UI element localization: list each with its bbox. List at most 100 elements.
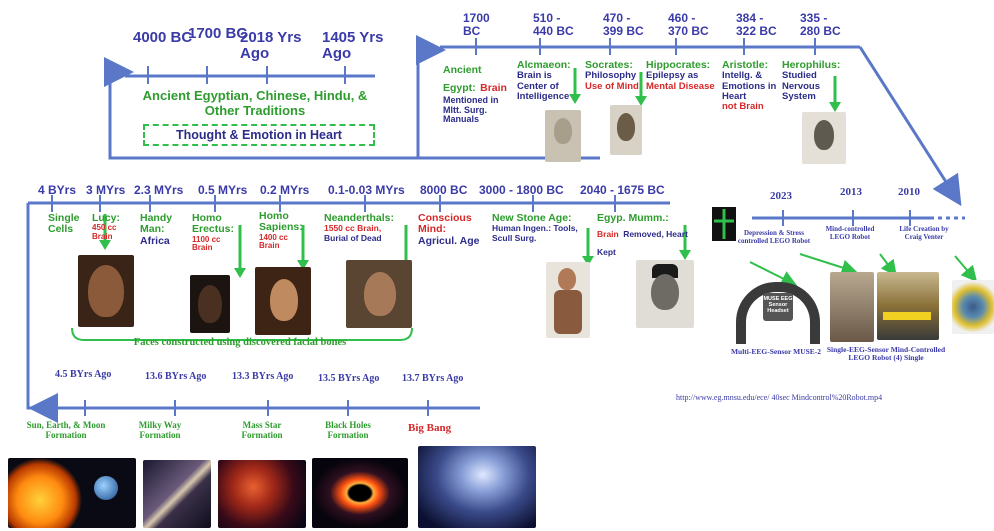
- date-3000-1800bc: 3000 - 1800 BC: [479, 183, 564, 197]
- neanderthal-face: [346, 260, 412, 328]
- date-tr-460-370: 460 - 370 BC: [668, 11, 709, 38]
- entry-rest: Agricul. Age: [418, 234, 480, 247]
- date-4-5-byrs-ago: 4.5 BYrs Ago: [55, 369, 112, 380]
- date-2013: 2013: [840, 186, 862, 198]
- entry-name: Herophilus:: [782, 59, 841, 71]
- date-13-7-byrs-ago: 13.7 BYrs Ago: [402, 373, 464, 384]
- headset-label: MUSE EEG Sensor Headset: [763, 293, 793, 321]
- entry-egyp-mumm: Egyp. Mumm.: Brain Removed, Heart Kept: [597, 212, 689, 260]
- milky-way-image: [143, 460, 211, 528]
- lego-robot-photo-2: [877, 272, 939, 340]
- entry-rest: Philosophy: [585, 70, 637, 82]
- date-0-2-myrs: 0.2 MYrs: [260, 183, 310, 197]
- entry-rest: Intellg. & Emotions in Heart: [722, 70, 777, 102]
- entry-name: New Stone Age:: [492, 212, 572, 224]
- entry-rest: Studied Nervous System: [782, 70, 821, 102]
- black-hole-image: [312, 458, 408, 528]
- date-0-1-0-03-myrs: 0.1-0.03 MYrs: [328, 183, 405, 197]
- date-tr-510-440: 510 - 440 BC: [533, 11, 574, 38]
- video-url-link[interactable]: http://www.eg.mnsu.edu/ece/ 40sec Mindco…: [676, 393, 883, 402]
- entry-neanderthals: Neanderthals: 1550 cc Brain, Burial of D…: [324, 212, 406, 243]
- entry-name: Lucy:: [92, 212, 121, 224]
- date-13-5-byrs-ago: 13.5 BYrs Ago: [318, 373, 380, 384]
- date-4000bc: 4000 BC: [133, 29, 193, 46]
- entry-red: Mental Disease: [646, 80, 715, 92]
- entry-name: Homo Sapiens:: [259, 210, 303, 234]
- date-tr-384-322: 384 - 322 BC: [736, 11, 777, 38]
- homo-erectus-face: [190, 275, 230, 333]
- label-milky-way: Milky Way Formation: [138, 420, 182, 441]
- entry-socrates: Socrates: Philosophy Use of Mind: [585, 59, 639, 92]
- entry-homo-sapiens: Homo Sapiens: 1400 cc Brain: [259, 210, 303, 251]
- stone-age-figure: [546, 262, 590, 338]
- date-0-5-myrs: 0.5 MYrs: [198, 183, 248, 197]
- entry-red: Brain: [597, 229, 619, 240]
- entry-name: Socrates:: [585, 59, 633, 71]
- date-2040-1675bc: 2040 - 1675 BC: [580, 183, 665, 197]
- mass-star-image: [218, 460, 306, 528]
- entry-name: Conscious Mind:: [418, 212, 472, 236]
- entry-name: Alcmaeon:: [517, 59, 571, 71]
- entry-ancient-egypt: Ancient Egypt: Brain Mentioned in Mltt. …: [443, 60, 513, 125]
- date-2023: 2023: [770, 190, 792, 202]
- entry-herophilus: Herophilus: Studied Nervous System: [782, 59, 841, 102]
- label-depression-robot: Depression & Stress controlled LEGO Robo…: [737, 229, 811, 245]
- synthetic-cell-image: [952, 280, 994, 334]
- label-life-creation: Life Creation by Craig Venter: [899, 225, 949, 241]
- date-1405-yrs-ago: 1405 Yrs Ago: [322, 29, 384, 62]
- entry-red: 1100 cc Brain: [192, 234, 221, 253]
- date-tr-1700bc: 1700 BC: [463, 11, 490, 38]
- label-single-eeg-robot: Single-EEG-Sensor Mind-Controlled LEGO R…: [826, 345, 946, 363]
- entry-aristotle: Aristotle: Intellg. & Emotions in Heart …: [722, 59, 778, 112]
- date-4-byrs: 4 BYrs: [38, 183, 77, 197]
- label-mind-controlled-robot: Mind-controlled LEGO Robot: [825, 225, 875, 241]
- date-tr-335-280: 335 - 280 BC: [800, 11, 841, 38]
- entry-name: Ancient Egypt:: [443, 64, 482, 94]
- muse-headset-icon: [736, 282, 820, 344]
- lego-robot-photo-1: [830, 272, 874, 342]
- lucy-face: [78, 255, 134, 327]
- entry-lucy: Lucy: 450 cc Brain: [92, 212, 136, 242]
- entry-rest: Burial of Dead: [324, 232, 382, 243]
- entry-name: Aristotle:: [722, 59, 769, 71]
- date-8000bc: 8000 BC: [420, 183, 468, 197]
- alcmaeon-portrait: [545, 110, 581, 162]
- date-3-myrs: 3 MYrs: [86, 183, 126, 197]
- entry-name: Hippocrates:: [646, 59, 711, 71]
- traditions-title: Ancient Egyptian, Chinese, Hindu, & Othe…: [142, 88, 368, 118]
- label-big-bang: Big Bang: [408, 422, 452, 434]
- entry-rest: Mentioned in Mltt. Surg. Manuals: [443, 95, 499, 125]
- label-sun-earth-moon: Sun, Earth, & Moon Formation: [26, 420, 106, 441]
- entry-red: 1550 cc Brain,: [324, 223, 382, 234]
- homo-sapiens-face: [255, 267, 311, 335]
- date-1700bc: 1700 BC: [188, 25, 248, 42]
- date-2018-yrs-ago: 2018 Yrs Ago: [240, 29, 302, 62]
- entry-single-cells: Single Cells: [48, 212, 80, 236]
- entry-name: Homo Erectus:: [192, 212, 235, 236]
- entry-conscious-mind: Conscious Mind: Agricul. Age: [418, 212, 488, 247]
- entry-rest: Removed, Heart Kept: [597, 229, 688, 258]
- date-2-3-myrs: 2.3 MYrs: [134, 183, 184, 197]
- label-mass-star: Mass Star Formation: [241, 420, 283, 441]
- socrates-portrait: [610, 105, 642, 155]
- date-13-6-byrs-ago: 13.6 BYrs Ago: [145, 371, 207, 382]
- thought-emotion-heart-box: Thought & Emotion in Heart: [143, 124, 375, 146]
- faces-note: Faces constructed using discovered facia…: [133, 337, 347, 348]
- entry-alcmaeon: Alcmaeon: Brain is Center of Intelligenc…: [517, 59, 573, 102]
- mummy-portrait: [636, 260, 694, 328]
- entry-name: Egyp. Mumm.:: [597, 212, 669, 224]
- entry-red: Brain: [480, 82, 507, 94]
- entry-rest: Brain is Center of Intelligence: [517, 70, 570, 102]
- entry-hippocrates: Hippocrates: Epilepsy as Mental Disease: [646, 59, 716, 92]
- date-13-3-byrs-ago: 13.3 BYrs Ago: [232, 371, 294, 382]
- big-bang-image: [418, 446, 536, 528]
- entry-red: Use of Mind: [585, 80, 639, 92]
- entry-handy-man: Handy Man: Africa: [140, 212, 186, 247]
- label-muse2: Multi-EEG-Sensor MUSE-2: [730, 347, 822, 356]
- date-2010: 2010: [898, 186, 920, 198]
- entry-homo-erectus: Homo Erectus: 1100 cc Brain: [192, 212, 240, 253]
- entry-red: 450 cc Brain: [92, 223, 117, 241]
- entry-rest: Africa: [140, 234, 170, 247]
- entry-name: Neanderthals:: [324, 212, 395, 224]
